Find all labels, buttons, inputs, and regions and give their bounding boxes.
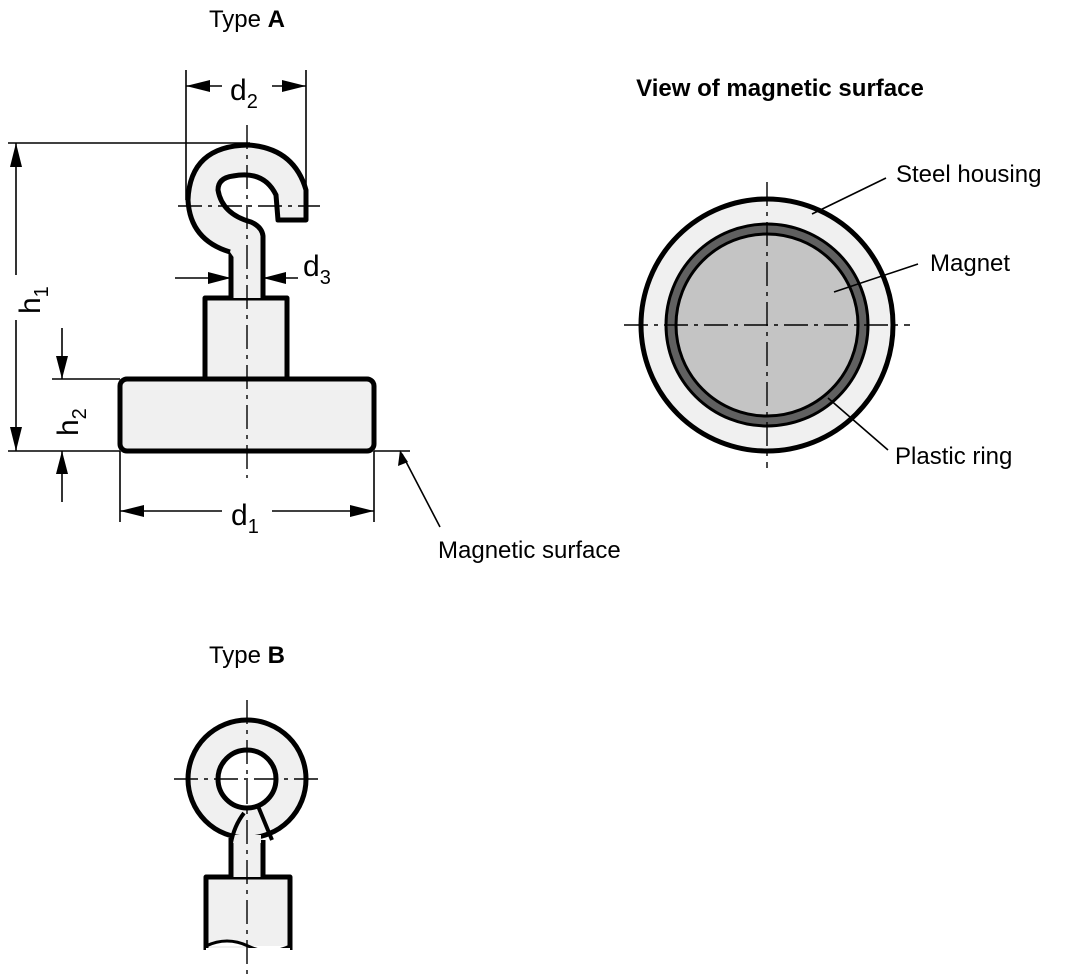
dim-label-d1: d1: [231, 499, 259, 538]
type-b-heading: Type B: [209, 642, 285, 669]
plastic-ring-label: Plastic ring: [895, 443, 1012, 470]
type-a-neck: [202, 295, 290, 382]
magnetic-surface-label: Magnetic surface: [438, 537, 621, 564]
dim-label-h1: h1: [14, 286, 53, 314]
steel-housing-label: Steel housing: [896, 161, 1041, 188]
dim-label-d3: d3: [303, 250, 331, 289]
type-b-eye-gap: [256, 805, 274, 841]
type-b-neck: [203, 874, 293, 950]
dim-label-d2: d2: [230, 74, 258, 113]
dim-label-h2: h2: [52, 408, 91, 436]
surface-view-title: View of magnetic surface: [636, 75, 924, 102]
type-a-heading: Type A: [209, 6, 285, 33]
type-b-break-line: [205, 939, 291, 950]
magnet-label: Magnet: [930, 250, 1010, 277]
type-b-shank: [228, 838, 266, 877]
